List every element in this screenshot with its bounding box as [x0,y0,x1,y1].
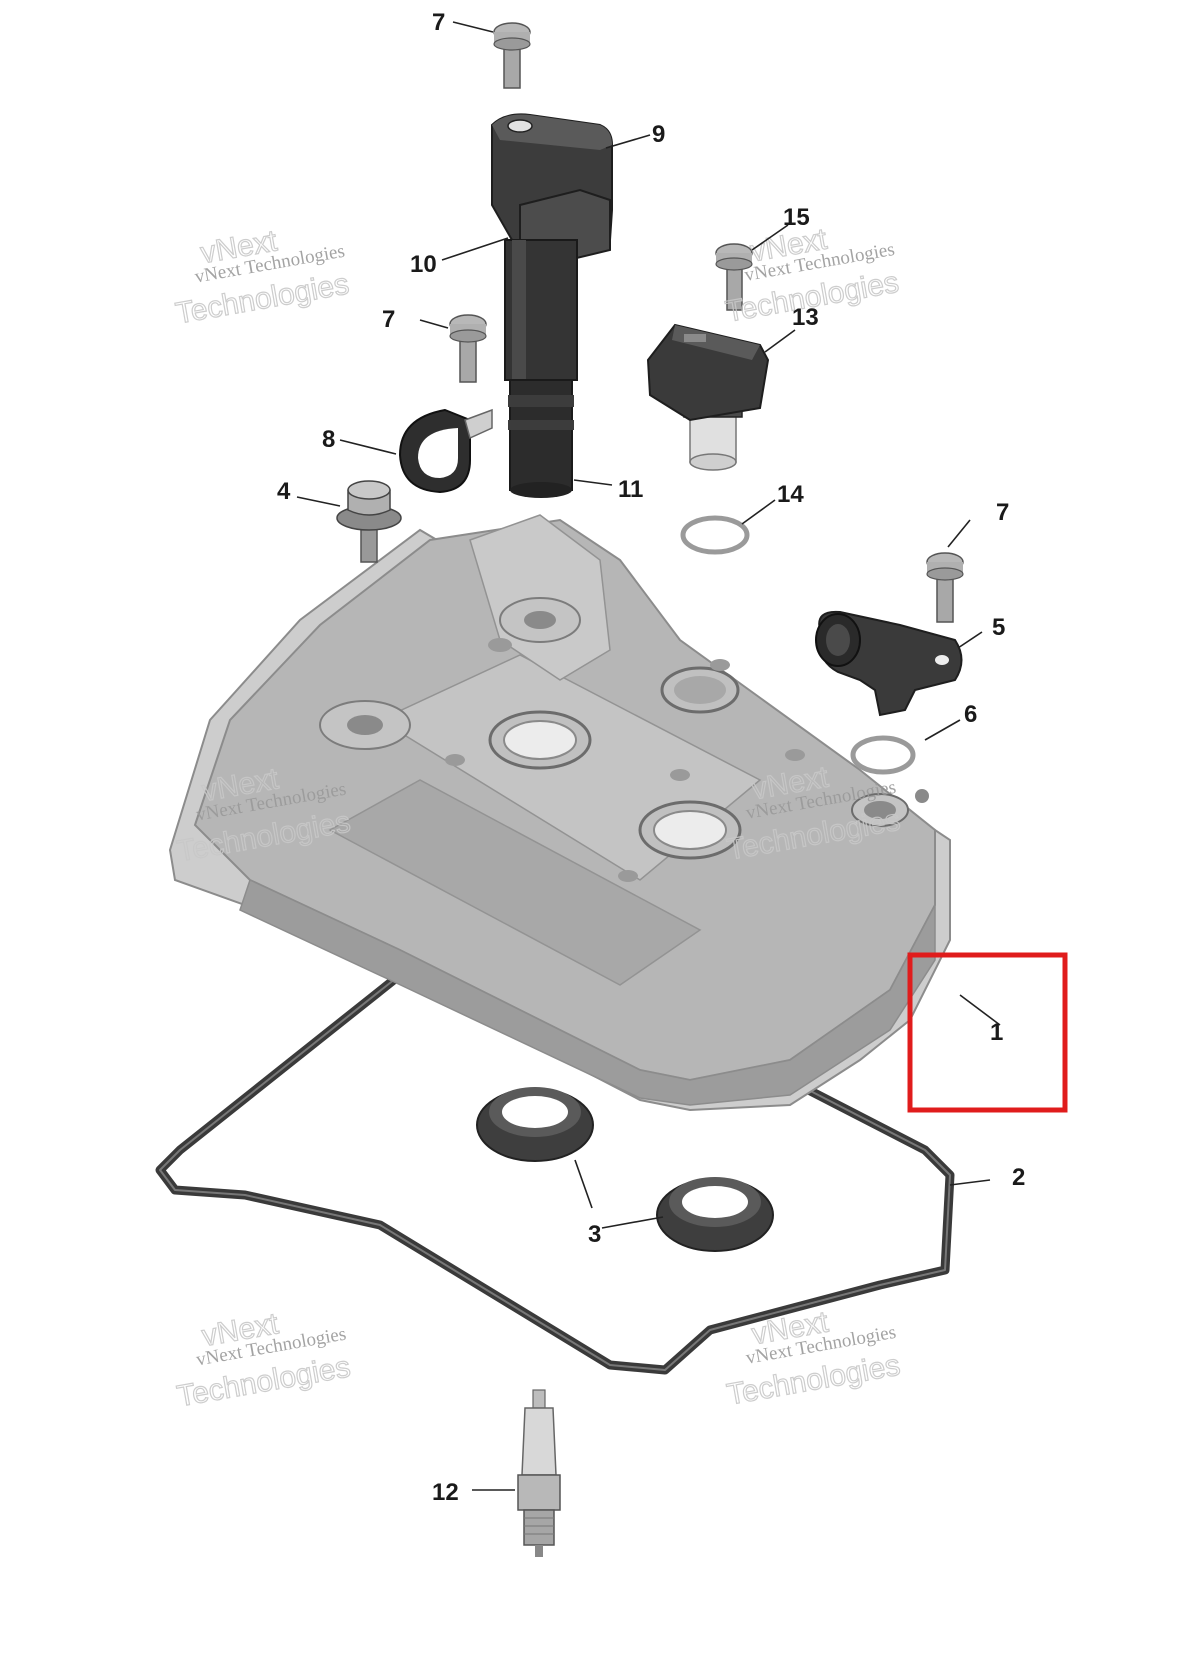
callout-12: 12 [432,1479,459,1506]
sensor-part-13[interactable] [646,323,770,471]
callout-8: 8 [322,426,335,453]
bolt-part-7-top[interactable] [493,22,531,89]
callout-7-middle: 7 [382,306,395,333]
seal-part-3-upper[interactable] [476,1087,594,1162]
callout-15: 15 [783,204,810,231]
bolt-part-7-right[interactable] [926,552,964,623]
sensor-part-5[interactable] [815,610,963,717]
screw-part-15[interactable] [715,243,753,311]
watermark-top-left: vNext vNext Technologies Technologies [173,224,352,331]
ignition-coil-shaft-part-10[interactable] [504,239,578,381]
callout-3: 3 [588,1221,601,1248]
o-ring-part-14[interactable] [680,515,750,555]
callout-10: 10 [410,251,437,278]
leader-lines [296,21,1001,1491]
bolt-part-7-middle[interactable] [449,314,487,383]
clamp-part-8[interactable] [398,408,493,494]
ignition-coil-part-9[interactable] [491,113,613,264]
spark-plug-part-12[interactable] [517,1389,561,1557]
o-ring-part-6[interactable] [850,735,916,775]
callout-6: 6 [964,701,977,728]
callout-7-right: 7 [996,499,1009,526]
seal-part-3-lower[interactable] [656,1177,774,1252]
watermark-bottom-left: vNext vNext Technologies Technologies [174,1307,353,1414]
screw-part-4[interactable] [336,480,402,563]
callout-5: 5 [992,614,1005,641]
callout-2: 2 [1012,1164,1025,1191]
callout-14: 14 [777,481,804,508]
valve-cover-part-1[interactable] [168,514,951,1112]
callout-1: 1 [990,1019,1003,1046]
highlight-box [907,952,1068,1113]
watermark-bottom-right: vNext vNext Technologies Technologies [724,1305,903,1412]
callout-4: 4 [277,478,291,505]
ignition-coil-boot-part-11[interactable] [508,379,574,498]
callout-13: 13 [792,304,819,331]
callout-11: 11 [618,476,643,503]
callout-7-top: 7 [432,9,445,36]
callout-9: 9 [652,121,665,148]
